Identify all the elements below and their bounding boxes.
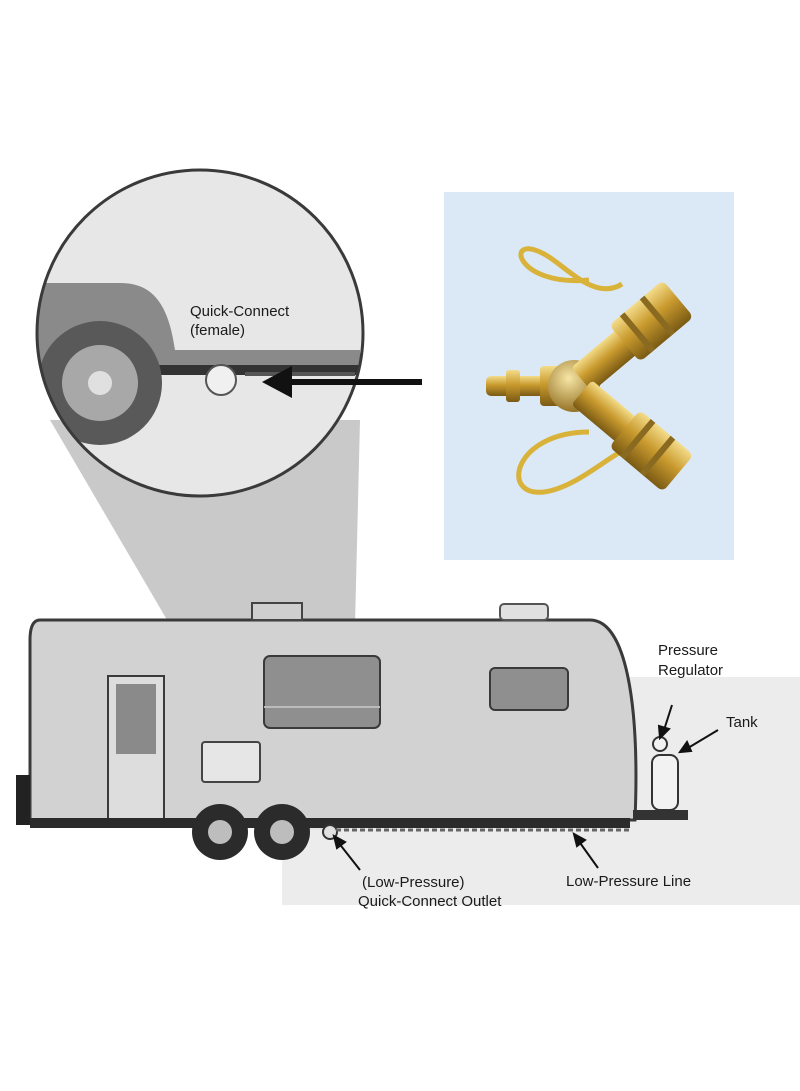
brass-y-splitter-image <box>486 246 692 495</box>
outlet-label-2: Quick-Connect Outlet <box>358 893 502 910</box>
pressure-regulator-label-1: Pressure <box>658 642 719 659</box>
quick-connect-female <box>205 364 237 396</box>
label-pointers <box>332 704 719 871</box>
product-photo-panel <box>444 192 734 560</box>
propane-tank <box>651 754 679 811</box>
pressure-regulator-label-2: Regulator <box>658 662 724 679</box>
low-pressure-line-label: Low-Pressure Line <box>566 873 692 890</box>
pointer-arrow <box>262 366 422 398</box>
tank-label: Tank <box>726 714 758 731</box>
travel-trailer <box>16 602 688 860</box>
callout-line-2: (female) <box>190 322 246 339</box>
outlet-label-1: (Low-Pressure) <box>362 874 465 891</box>
zoom-circle <box>35 168 365 498</box>
callout-line-1: Quick-Connect <box>190 303 290 320</box>
